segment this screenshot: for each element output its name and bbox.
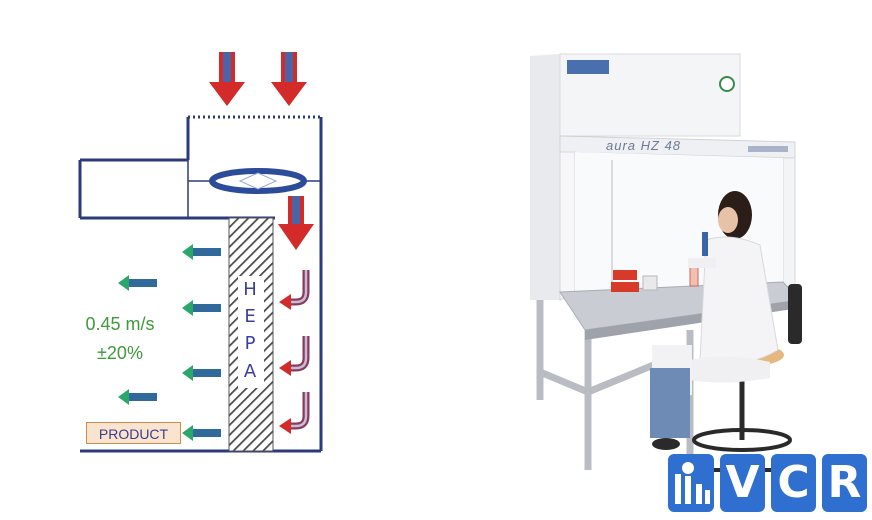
- hepa-letter: H: [243, 279, 257, 300]
- curved-arrow-icon: [290, 392, 310, 430]
- left-arrow-icon: [182, 244, 221, 260]
- left-arrow-icon: [182, 425, 221, 441]
- cabinet-model-label: aura HZ 48: [606, 138, 682, 153]
- logo-icon-tile: [668, 454, 714, 512]
- logo-letter: R: [822, 454, 867, 512]
- left-arrow-icon: [182, 300, 221, 316]
- logo-letter: V: [720, 454, 765, 512]
- logo-letter: C: [771, 454, 816, 512]
- left-arrow-icon: [118, 275, 157, 291]
- hepa-letter: E: [244, 306, 256, 327]
- product-label: PRODUCT: [86, 422, 181, 444]
- cabinet-outline: [78, 115, 323, 453]
- lab-tools-icon: [675, 462, 710, 504]
- fan-icon: [209, 168, 307, 194]
- airflow-speed-label: 0.45 m/s: [85, 314, 155, 334]
- down-arrow-icon: [271, 52, 307, 106]
- cabinet-photo: [530, 53, 802, 472]
- hepa-label-box: [238, 276, 264, 388]
- down-arrow-icon: [278, 196, 314, 250]
- left-arrow-icon: [182, 365, 221, 381]
- hepa-letter: A: [243, 361, 257, 382]
- outflow-arrows: [118, 244, 221, 441]
- hepa-letter: P: [244, 333, 256, 354]
- airflow-tolerance-label: ±20%: [97, 343, 143, 363]
- left-arrow-icon: [118, 389, 157, 405]
- down-arrow-icon: [209, 52, 245, 106]
